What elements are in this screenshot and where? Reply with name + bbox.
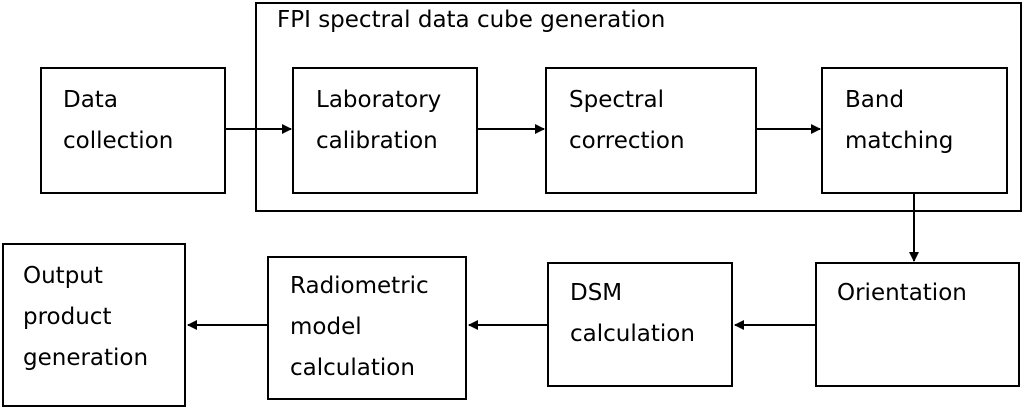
spectral-correction-label: Spectral correction — [569, 87, 685, 154]
data-collection-box — [40, 67, 226, 194]
dsm-calculation-box — [547, 262, 733, 387]
fpi-group-box — [255, 2, 1022, 212]
band-matching-label: Band matching — [845, 87, 954, 154]
output-product-generation-box — [2, 243, 186, 407]
laboratory-calibration-label: Laboratory calibration — [316, 87, 442, 154]
band-matching-box — [821, 67, 1008, 194]
radiometric-model-calculation-label: Radiometric model calculation — [290, 273, 429, 381]
dsm-calculation-label: DSM calculation — [570, 280, 695, 347]
data-collection-label: Data collection — [63, 87, 174, 154]
radiometric-model-calculation-box — [267, 256, 467, 400]
laboratory-calibration-box — [292, 67, 478, 194]
spectral-correction-box — [545, 67, 757, 194]
output-product-generation-label: Output product generation — [23, 263, 149, 371]
orientation-label: Orientation — [837, 280, 967, 306]
fpi-group-title: FPI spectral data cube generation — [277, 7, 666, 33]
orientation-box — [815, 262, 1020, 387]
